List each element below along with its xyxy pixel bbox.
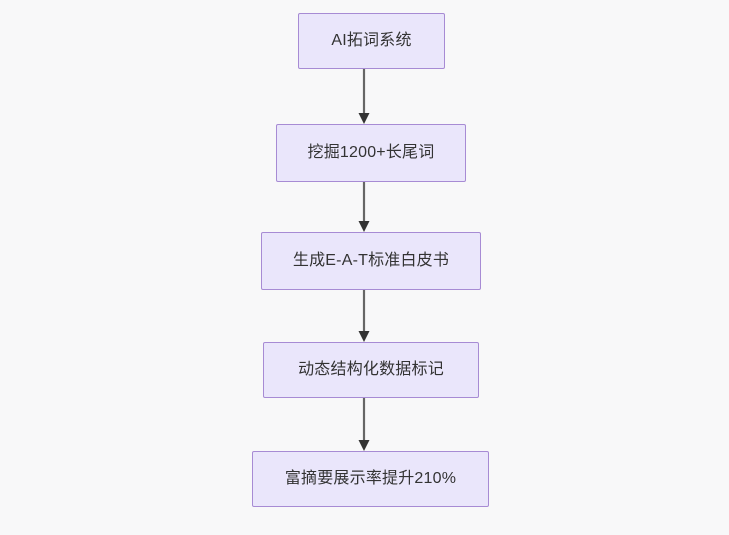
flow-node-mine-longtail-keywords[interactable]: 挖掘1200+长尾词: [276, 124, 466, 182]
flow-node-label: 富摘要展示率提升210%: [284, 470, 457, 488]
edge-connector-2-3: [357, 182, 371, 232]
edge-connector-4-5: [357, 398, 371, 451]
flow-node-label: 动态结构化数据标记: [298, 361, 444, 379]
arrowhead-icon: [358, 331, 370, 342]
flow-node-rich-snippet-impression-lift[interactable]: 富摘要展示率提升210%: [252, 451, 489, 507]
arrowhead-icon: [358, 221, 370, 232]
arrowhead-icon: [358, 113, 370, 124]
flow-node-label: 挖掘1200+长尾词: [307, 144, 435, 162]
flow-node-label: 生成E-A-T标准白皮书: [292, 252, 450, 270]
edge-connector-3-4: [357, 290, 371, 342]
flow-node-generate-eat-whitepaper[interactable]: 生成E-A-T标准白皮书: [261, 232, 481, 290]
flow-node-label: AI拓词系统: [331, 32, 412, 50]
edge-connector-1-2: [357, 69, 371, 124]
flow-node-dynamic-structured-data-markup[interactable]: 动态结构化数据标记: [263, 342, 479, 398]
arrowhead-icon: [358, 440, 370, 451]
flow-node-ai-keyword-system[interactable]: AI拓词系统: [298, 13, 445, 69]
